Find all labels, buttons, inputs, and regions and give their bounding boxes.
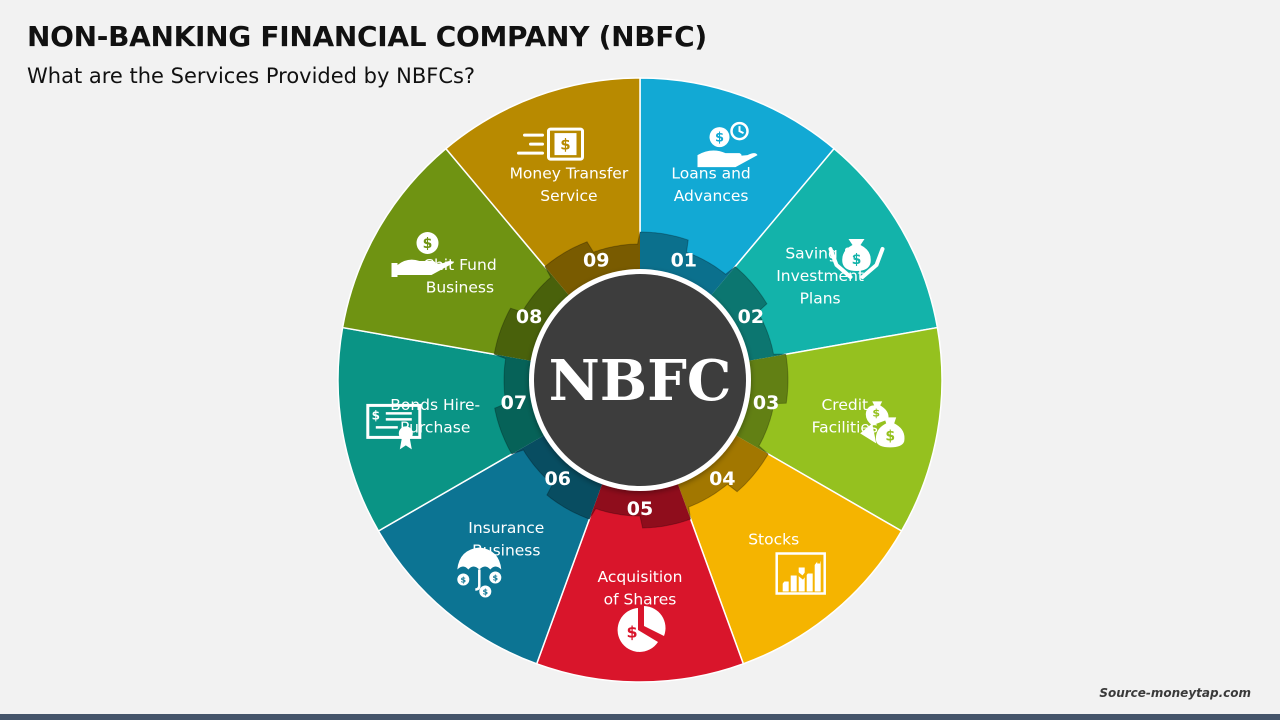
segment-label-08: Business — [426, 278, 494, 296]
bottom-bar — [0, 714, 1280, 720]
center-label: NBFC — [549, 348, 732, 414]
svg-text:$: $ — [560, 135, 570, 153]
segment-content-04: Stocks 04 — [709, 468, 826, 595]
segment-label-09: Service — [540, 187, 597, 205]
pie-chart-dollar-icon: $ — [617, 606, 666, 652]
segment-label-04: Stocks — [748, 530, 799, 548]
page-title: NON-BANKING FINANCIAL COMPANY (NBFC) — [27, 20, 707, 53]
segment-content-05: $ Acquisition of Shares 05 — [598, 498, 683, 652]
source-credit: Source-moneytap.com — [1099, 686, 1251, 700]
certificate-icon: $ — [366, 403, 422, 450]
svg-text:$: $ — [493, 573, 499, 582]
segment-number-08: 08 — [516, 306, 542, 328]
segment-label-07: Bonds Hire- — [390, 396, 480, 414]
segment-label-03: Facilities — [812, 418, 878, 436]
segment-label-09: Money Transfer — [510, 164, 629, 182]
segment-number-09: 09 — [583, 250, 609, 272]
segment-05 — [535, 377, 745, 683]
center-circle — [534, 274, 746, 486]
segment-number-05: 05 — [627, 498, 653, 520]
hands-money-bag-icon: $ — [828, 239, 885, 279]
hand-coin-icon: $ — [391, 232, 454, 277]
segment-number-03: 03 — [753, 392, 779, 414]
svg-text:$: $ — [423, 236, 433, 252]
hand-money-bag-clock-icon: $ — [697, 121, 758, 168]
segment-number-06: 06 — [544, 468, 570, 490]
umbrella-coins-icon: $ $ $ — [457, 547, 502, 598]
segment-label-06: Business — [472, 542, 540, 560]
segment-label-05: Acquisition — [598, 568, 683, 586]
segment-label-02: Saving & — [785, 245, 855, 263]
segment-label-02: Investment — [776, 267, 864, 285]
svg-text:$: $ — [483, 587, 489, 596]
segment-number-07: 07 — [501, 392, 527, 414]
svg-text:$: $ — [852, 252, 862, 268]
segment-label-01: Advances — [674, 187, 749, 205]
segment-number-02: 02 — [738, 306, 764, 328]
svg-text:$: $ — [461, 575, 467, 584]
svg-text:$: $ — [372, 409, 380, 423]
segment-label-05: of Shares — [604, 590, 677, 608]
segment-label-06: Insurance — [468, 519, 544, 537]
svg-text:$: $ — [715, 131, 724, 146]
segment-label-03: Credit — [821, 396, 868, 414]
segment-label-02: Plans — [800, 290, 841, 308]
segment-number-01: 01 — [671, 250, 697, 272]
page-subtitle: What are the Services Provided by NBFCs? — [27, 64, 476, 88]
segment-number-04: 04 — [709, 468, 735, 490]
svg-text:$: $ — [885, 428, 895, 444]
segment-label-08: Chit Fund — [423, 256, 497, 274]
segment-content-07: $ Bonds Hire- Purchase 07 — [366, 392, 527, 450]
money-transfer-icon: $ — [517, 127, 584, 161]
svg-text:$: $ — [626, 623, 637, 642]
money-bags-icon: $$ — [860, 401, 905, 448]
segment-label-07: Purchase — [400, 418, 470, 436]
segment-label-01: Loans and — [671, 164, 750, 182]
stock-chart-icon — [775, 552, 826, 595]
svg-text:$: $ — [872, 406, 880, 419]
